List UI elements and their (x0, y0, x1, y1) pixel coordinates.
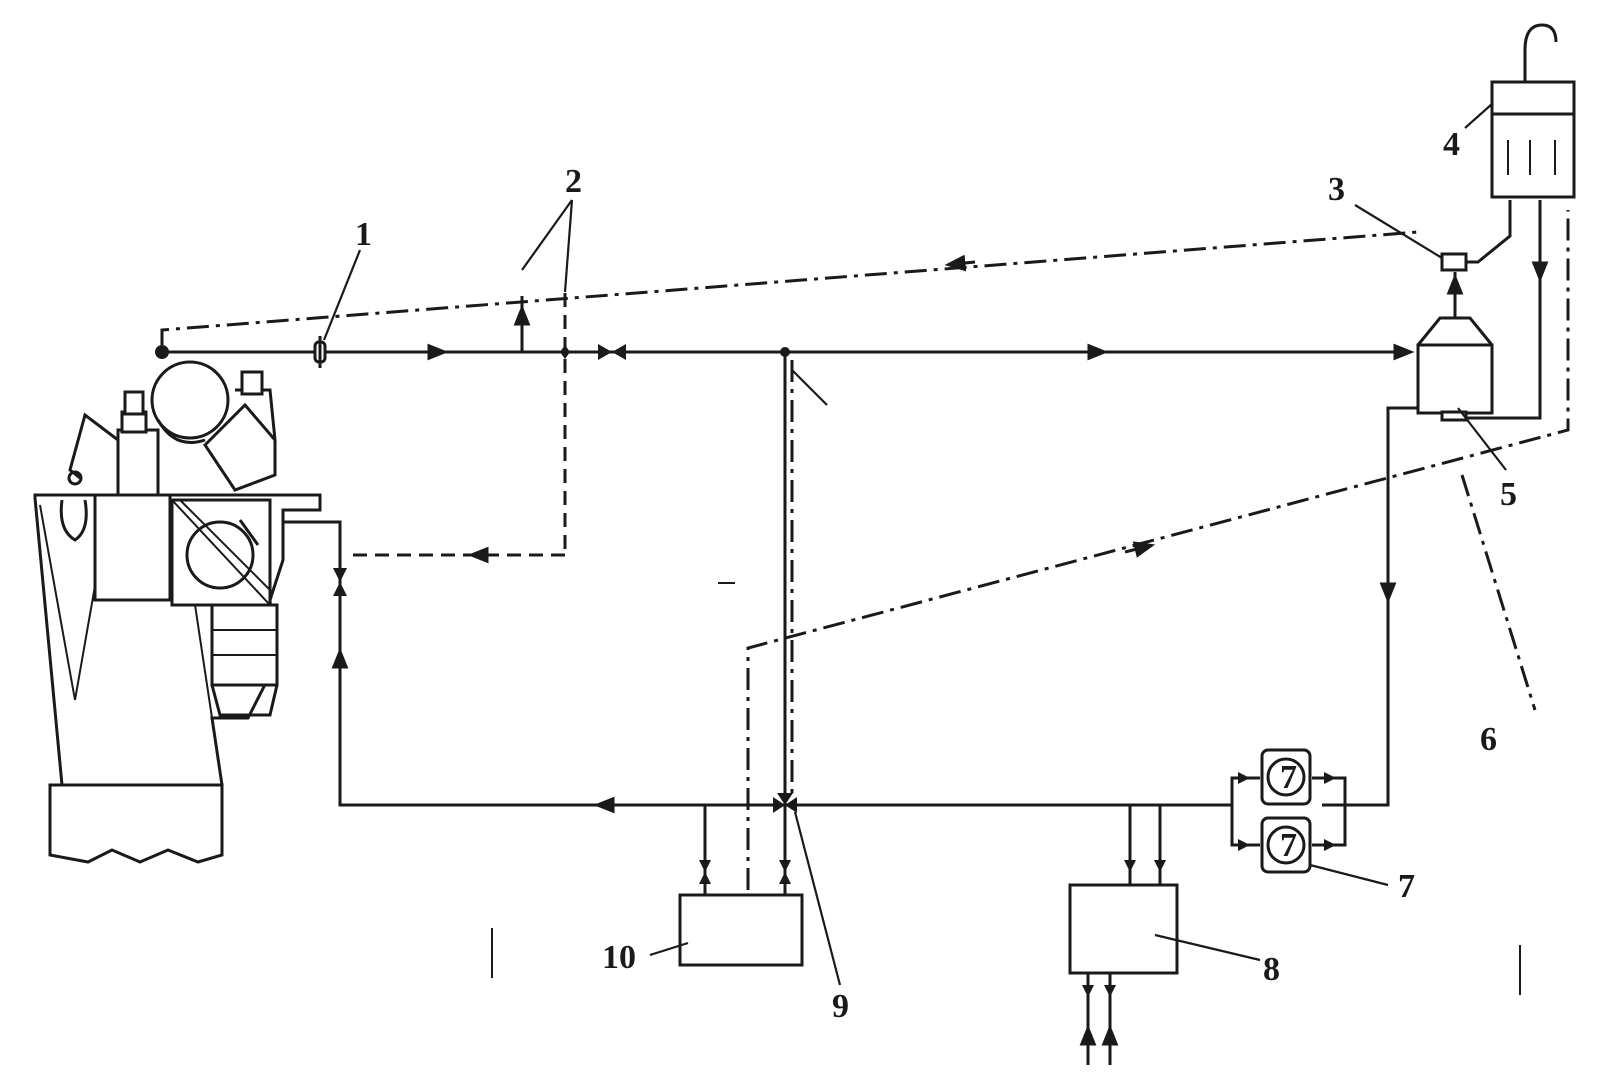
component-1-valve (313, 336, 327, 368)
main-supply-line (155, 343, 1415, 361)
label-5: 5 (1500, 476, 1517, 513)
callouts: 1 2 3 4 5 6 7 8 9 10 (322, 103, 1537, 1025)
vertical-supply-line (780, 347, 828, 805)
label-10: 10 (602, 939, 636, 976)
label-2: 2 (565, 163, 582, 200)
component-5-tank (1322, 200, 1549, 807)
component-10-drain-tank (678, 805, 804, 967)
label-1: 1 (355, 216, 372, 253)
label-8: 8 (1263, 951, 1280, 988)
component-9-junction (773, 793, 797, 884)
pump-upper-glyph: 7 (1280, 759, 1297, 796)
component-7-pumps: 7 7 (1210, 748, 1388, 874)
return-line-lower (746, 210, 1570, 890)
label-4: 4 (1443, 126, 1460, 163)
return-line-top (160, 230, 1419, 345)
component-4-expansion-tank (1490, 23, 1576, 199)
engine (33, 360, 322, 864)
label-7: 7 (1398, 868, 1415, 905)
stray-marks (491, 582, 1521, 995)
pump-lower-glyph: 7 (1280, 827, 1297, 864)
check-valve-top (598, 344, 626, 360)
label-3: 3 (1328, 171, 1345, 208)
component-2-branches (513, 293, 570, 555)
component-8-storage-tank (1068, 805, 1179, 1065)
component-3-separator (1440, 200, 1512, 272)
label-6: 6 (1480, 721, 1497, 758)
label-9: 9 (832, 988, 849, 1025)
